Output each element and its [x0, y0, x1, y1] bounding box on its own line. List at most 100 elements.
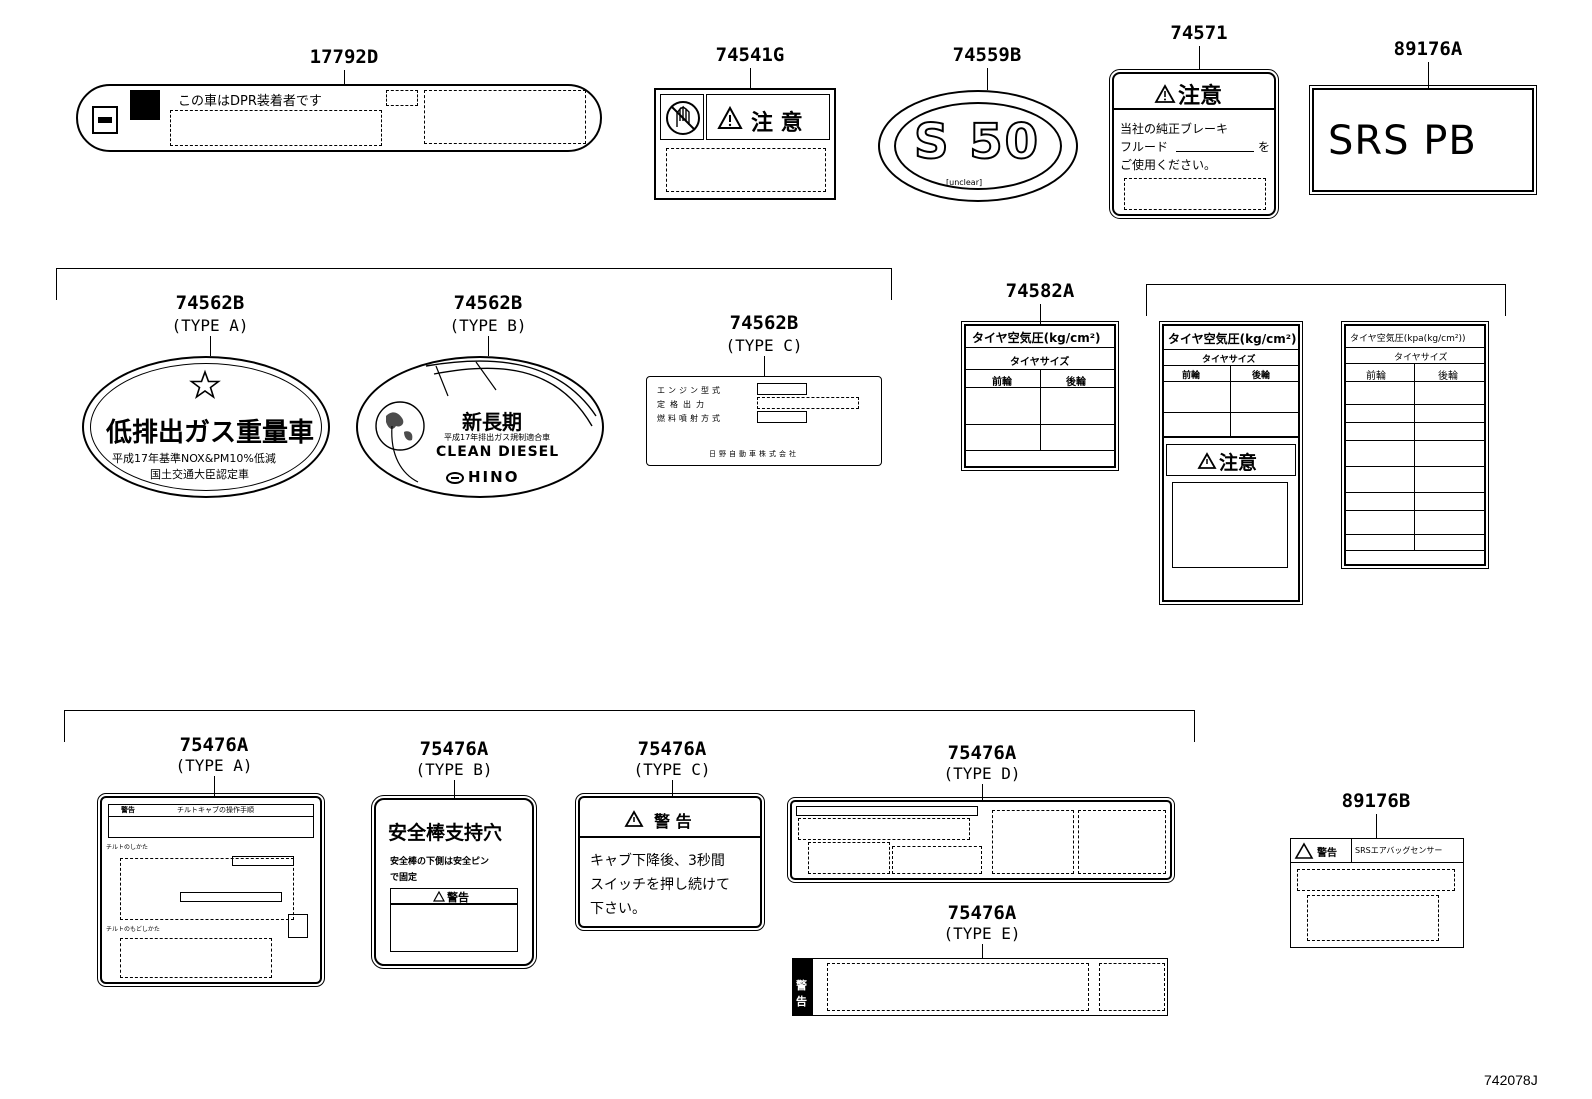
dpr-icon	[92, 106, 118, 134]
star-icon	[189, 369, 221, 400]
safety-bar-sub-2: で固定	[390, 873, 418, 883]
placeholder-block	[120, 938, 272, 978]
label-tire-pressure-caution: タイヤ空気圧(kg/cm²) タイヤサイズ 前輪 後輪 注意	[1159, 321, 1303, 605]
tire-pressure-title: タイヤ空気圧(kg/cm²)	[1168, 332, 1297, 346]
dpr-black-square	[130, 90, 160, 120]
hino-text: HINO	[468, 468, 520, 486]
label-75476a-type-a: 警告 チルトキャブの操作手順 チルトのしかた チルトのもどしかた	[97, 793, 325, 987]
leader-line	[488, 336, 489, 356]
part-number-75476a-type-c: 75476A	[637, 738, 707, 760]
engine-footer: 日野自動車株式会社	[709, 450, 799, 458]
tire-pressure-title: タイヤ空気圧(kg/cm²)	[972, 331, 1101, 345]
placeholder-block	[1307, 895, 1439, 941]
leader-line	[344, 70, 345, 84]
front-wheel-label: 前輪	[1366, 371, 1386, 382]
leader-line	[454, 780, 455, 798]
placeholder-block	[666, 148, 826, 192]
placeholder-block	[1078, 810, 1166, 874]
leader-line	[1040, 304, 1041, 324]
new-long-term-text: 新長期	[462, 410, 522, 434]
caution-text: 注 意	[751, 110, 803, 136]
label-74571: 注意 当社の純正ブレーキ フルード を ご使用ください。	[1109, 69, 1279, 219]
label-75476a-type-d	[787, 797, 1175, 883]
placeholder-block	[424, 90, 586, 144]
caution-text: 注意	[1219, 452, 1258, 474]
part-number-74571: 74571	[1170, 22, 1228, 44]
brake-line-2: フルード	[1120, 140, 1169, 154]
placeholder-block	[892, 846, 982, 874]
part-number-74582a: 74582A	[1005, 280, 1075, 302]
leader-line	[210, 336, 211, 356]
warning-triangle-icon	[432, 890, 446, 902]
safety-bar-text: 安全棒支持穴	[388, 822, 503, 844]
s50-text: S 50	[913, 113, 1041, 171]
label-74562b-type-a: 低排出ガス重量車 平成17年基準NOX&PM10%低減 国土交通大臣認定車	[82, 356, 330, 498]
low-emission-text: 低排出ガス重量車	[106, 418, 315, 448]
tire-pressure-title-kpa: タイヤ空気圧(kpa(kg/cm²))	[1350, 334, 1466, 344]
part-number-74559b: 74559B	[952, 44, 1022, 66]
type-label: (TYPE C)	[633, 760, 711, 779]
part-number-74562b-type-c: 74562B	[729, 312, 799, 334]
tire-size-label: タイヤサイズ	[1010, 357, 1070, 368]
brake-line-3: ご使用ください。	[1120, 158, 1217, 172]
warning-text: 警 告	[654, 812, 692, 831]
front-wheel-label: 前輪	[1182, 371, 1201, 381]
dpr-text: この車はDPR装着者です	[178, 94, 322, 109]
engine-row-1: エンジン型式	[657, 386, 723, 395]
tire-size-label: タイヤサイズ	[1394, 353, 1448, 363]
low-emission-sub-2: 国土交通大臣認定車	[150, 468, 249, 481]
part-number-74562b-type-b: 74562B	[453, 292, 523, 314]
leader-line	[987, 68, 988, 90]
placeholder-block	[1124, 178, 1266, 210]
warning-text: 警告	[447, 891, 469, 904]
leader-line	[1428, 62, 1429, 88]
caution-header: 注意	[1114, 74, 1274, 110]
warning-bar: 警 告	[793, 959, 813, 1015]
placeholder-block	[386, 90, 418, 106]
label-74541g: 注 意	[654, 88, 836, 200]
part-number-74541g: 74541G	[715, 44, 785, 66]
type-label: (TYPE A)	[171, 316, 249, 335]
tire-size-label: タイヤサイズ	[1202, 355, 1256, 365]
brake-line-2b: を	[1258, 140, 1271, 154]
label-74562b-type-b: 新長期 平成17年排出ガス規制適合車 CLEAN DIESEL HINO	[356, 356, 604, 498]
srs-warning-text: 警告	[1317, 848, 1337, 859]
leader-line	[750, 68, 751, 88]
part-number-75476a-type-b: 75476A	[419, 738, 489, 760]
warning-triangle-icon	[1154, 84, 1176, 103]
cab-line-2: スイッチを押し続けて	[590, 877, 730, 893]
srs-pb-text: SRS PB	[1328, 118, 1477, 164]
placeholder-block	[170, 110, 382, 146]
group-bracket	[1146, 284, 1506, 285]
part-number-74562b-type-a: 74562B	[175, 292, 245, 314]
cab-line-3: 下さい。	[590, 901, 646, 917]
warning-char-1: 警	[796, 979, 807, 992]
placeholder-block	[798, 818, 970, 840]
engine-row-2: 定格出力	[657, 400, 709, 409]
warning-triangle-icon	[717, 105, 743, 129]
warning-triangle-icon	[1294, 842, 1314, 859]
placeholder-block	[808, 842, 890, 874]
type-label: (TYPE D)	[943, 764, 1021, 783]
warning-triangle-icon	[1197, 452, 1217, 469]
srs-sensor-text: SRSエアバッグセンサー	[1355, 846, 1443, 855]
part-number-17792d: 17792D	[309, 46, 379, 68]
leader-line	[672, 780, 673, 796]
part-number-89176a: 89176A	[1393, 38, 1463, 60]
cab-line-1: キャブ下降後、3秒間	[590, 853, 725, 869]
part-number-75476a-type-e: 75476A	[947, 902, 1017, 924]
rear-wheel-label: 後輪	[1252, 371, 1271, 381]
engine-row-3: 燃料噴射方式	[657, 414, 723, 423]
warning-char-2: 告	[796, 995, 807, 1008]
placeholder-block	[120, 858, 294, 920]
brake-line-1: 当社の純正ブレーキ	[1120, 122, 1229, 136]
leader-line	[982, 944, 983, 958]
warning-triangle-icon	[624, 810, 644, 827]
safety-bar-sub-1: 安全棒の下側は安全ピン	[390, 857, 490, 867]
label-tire-pressure-kpa: タイヤ空気圧(kpa(kg/cm²)) タイヤサイズ 前輪 後輪	[1341, 321, 1489, 569]
caution-text: 注意	[1178, 84, 1223, 109]
placeholder-block	[827, 963, 1089, 1011]
switch-icon	[288, 914, 308, 938]
rear-wheel-label: 後輪	[1438, 371, 1458, 382]
placeholder-block	[992, 810, 1074, 874]
